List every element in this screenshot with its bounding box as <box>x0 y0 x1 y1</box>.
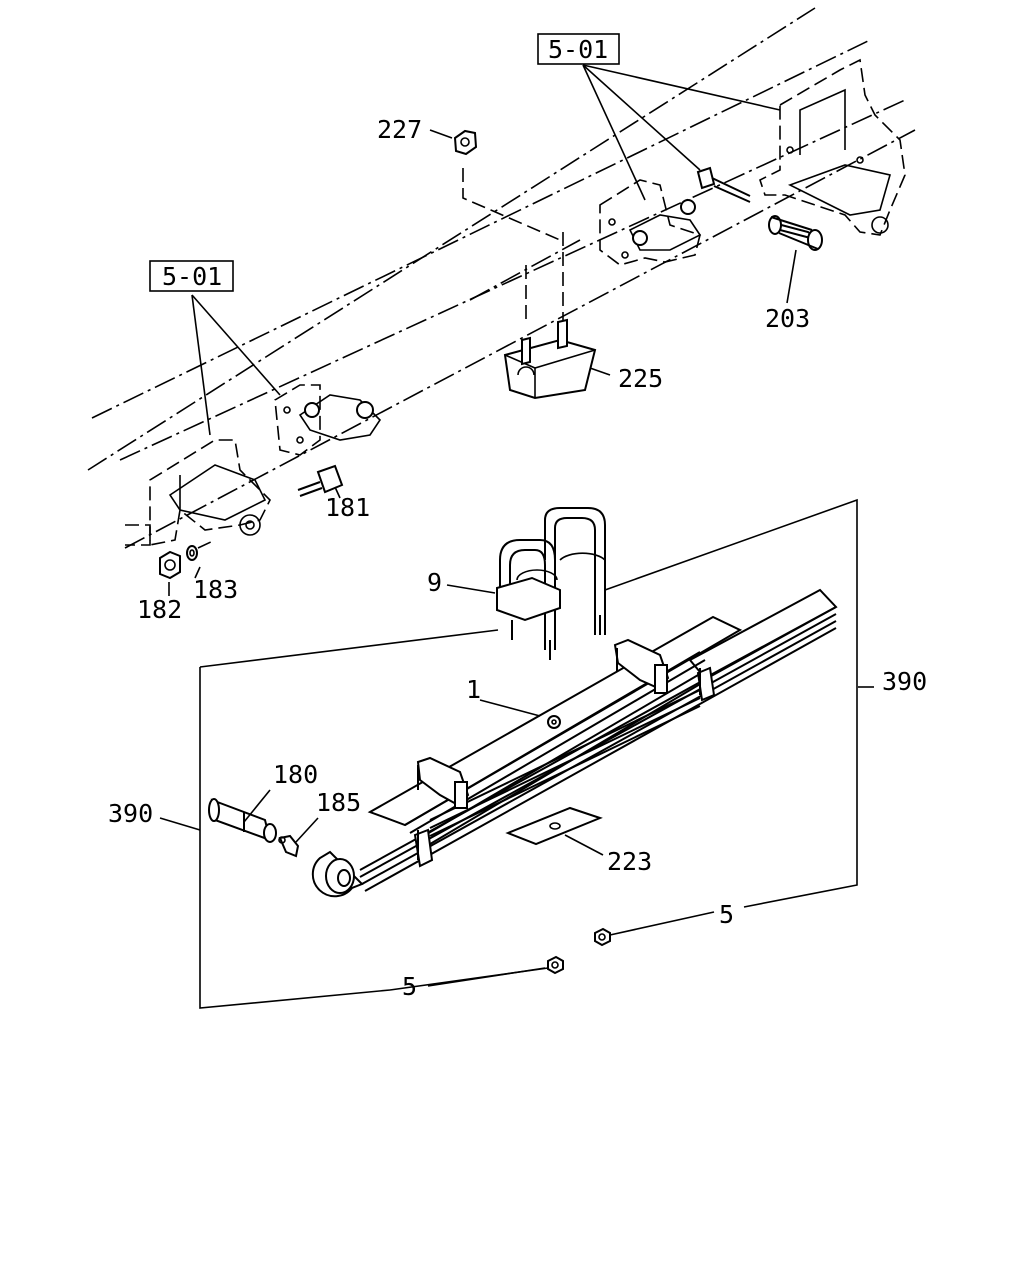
callout-390-left: 390 <box>108 799 153 828</box>
callout-227: 227 <box>377 115 422 144</box>
part-5-nut-bottom <box>547 955 564 975</box>
callout-180: 180 <box>273 760 318 789</box>
part-183-washer <box>186 539 216 561</box>
callout-185: 185 <box>316 788 361 817</box>
part-225-stopper <box>503 318 597 400</box>
part-180-pin <box>208 798 277 843</box>
callout-225: 225 <box>618 364 663 393</box>
callout-181: 181 <box>325 493 370 522</box>
callout-223: 223 <box>607 847 652 876</box>
rear-frame-bracket <box>759 58 906 236</box>
part-182-nut <box>159 550 181 580</box>
ref-label-left: 5-01 <box>162 262 222 291</box>
part-1-leaf-spring <box>311 588 838 898</box>
callout-5-right: 5 <box>719 900 734 929</box>
leader-lines <box>159 64 874 991</box>
part-203-bushing <box>768 215 823 251</box>
part-9-u-bolts <box>496 507 606 660</box>
frame-rail <box>87 7 916 549</box>
ref-box-top <box>537 33 620 65</box>
part-5-nut-right <box>594 927 611 947</box>
rear-hanger-bracket <box>599 179 702 266</box>
part-185-grease-nipple <box>278 834 300 858</box>
callout-182: 182 <box>137 595 182 624</box>
callout-5-bottom: 5 <box>402 972 417 1001</box>
ref-box-left <box>149 260 234 292</box>
callout-9: 9 <box>427 568 442 597</box>
callout-390-right: 390 <box>882 667 927 696</box>
front-hanger-bracket <box>125 439 271 546</box>
part-181-bolt <box>297 464 344 497</box>
part-227-nut <box>453 129 564 320</box>
rear-bolt <box>696 166 751 203</box>
callout-183: 183 <box>193 575 238 604</box>
callout-203: 203 <box>765 304 810 333</box>
part-223-plate <box>505 806 603 846</box>
front-shackle-bracket <box>274 384 382 456</box>
callout-1: 1 <box>466 675 481 704</box>
ref-label-top: 5-01 <box>548 35 608 64</box>
